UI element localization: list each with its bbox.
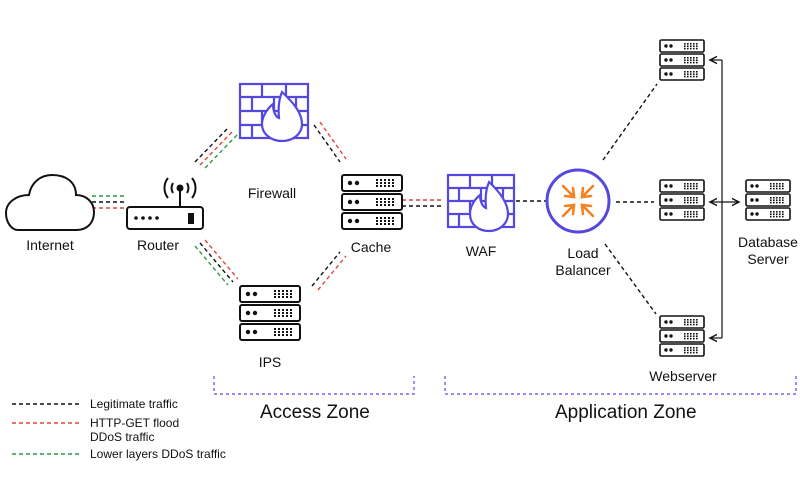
ips-label: IPS (258, 354, 282, 370)
link-router-ips (194, 239, 239, 286)
load-balancer-label-line2: Balancer (555, 262, 611, 278)
webserver-3-icon (660, 316, 704, 356)
link-router-firewall (194, 127, 239, 169)
load-balancer-icon (545, 168, 611, 234)
link-cache-waf (402, 199, 444, 207)
firewall-label: Firewall (247, 185, 297, 201)
database-label-line2: Server (747, 251, 789, 267)
internet-label: Internet (26, 237, 74, 253)
cache-server-icon (342, 175, 402, 229)
legend-item-http-flood-line2: DDoS traffic (90, 430, 155, 444)
cache-label: Cache (350, 239, 392, 255)
zone-brackets (213, 376, 797, 395)
link-balancer-web1 (602, 83, 658, 161)
legend-swatches (12, 403, 80, 455)
cloud-icon (4, 173, 96, 231)
application-zone-bracket (444, 376, 797, 395)
database-server-icon (746, 180, 790, 220)
database-server-label: Database Server (728, 234, 800, 268)
access-zone-label: Access Zone (260, 402, 370, 423)
firewall-icon (238, 82, 310, 143)
link-firewall-cache (313, 121, 347, 163)
legend-item-http-flood-line1: HTTP-GET flood (90, 416, 180, 430)
legend-item-lower-layers: Lower layers DDoS traffic (90, 447, 226, 461)
webserver-db-connector (710, 60, 739, 338)
database-label-line1: Database (738, 234, 798, 250)
webserver-1-icon (660, 40, 704, 80)
connection-lines (92, 83, 658, 315)
load-balancer-label-line1: Load (567, 245, 599, 261)
router-label: Router (136, 237, 180, 253)
waf-icon (446, 173, 516, 233)
load-balancer-label: Load Balancer (538, 245, 628, 279)
application-zone-label: Application Zone (555, 402, 697, 423)
access-zone-bracket (213, 376, 415, 395)
link-internet-router (92, 195, 124, 209)
waf-label: WAF (465, 243, 497, 259)
router-icon (126, 177, 204, 230)
ips-server-icon (240, 286, 300, 340)
webserver-2-icon (660, 180, 704, 220)
link-balancer-web3 (604, 243, 657, 315)
legend-item-http-flood: HTTP-GET flood DDoS traffic (90, 416, 179, 444)
legend-item-legitimate: Legitimate traffic (90, 397, 178, 411)
webserver-label: Webserver (649, 368, 717, 384)
link-ips-cache (311, 251, 347, 291)
